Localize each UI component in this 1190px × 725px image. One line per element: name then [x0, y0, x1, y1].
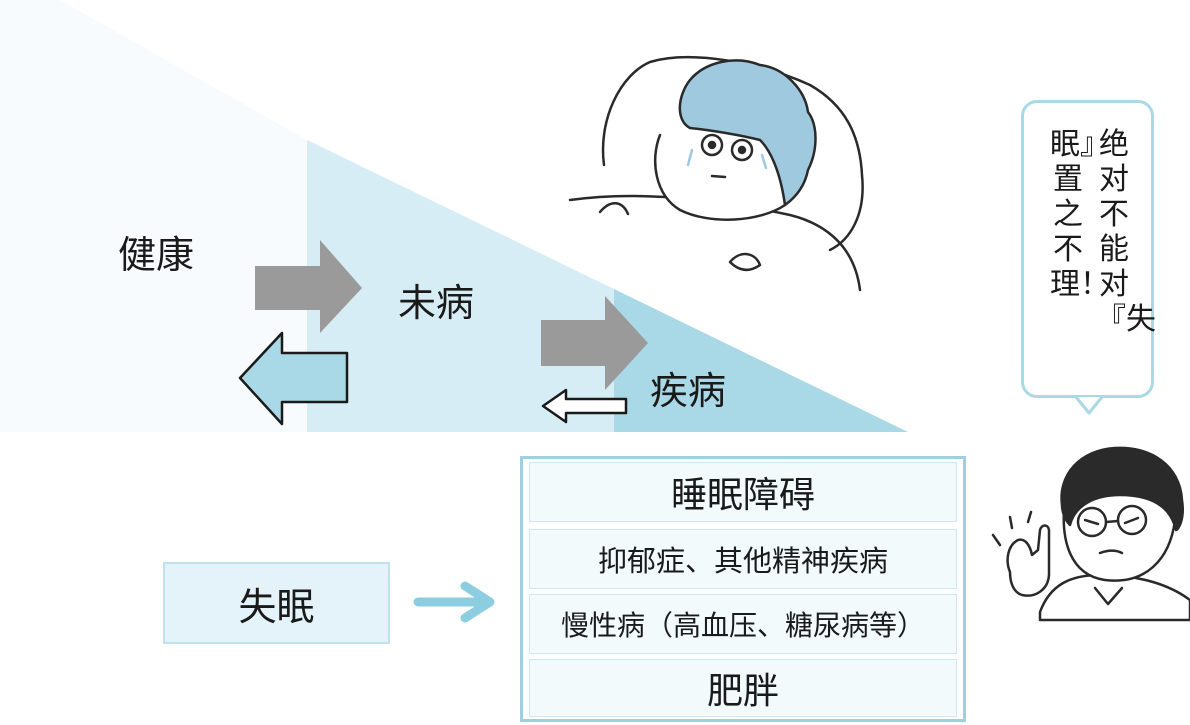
- cause-row-chronic-disease: 慢性病（高血压、糖尿病等）: [529, 594, 957, 654]
- cause-label: 肥胖: [706, 671, 779, 712]
- pre-disease-zone: [307, 140, 614, 432]
- back-arrow-large: [238, 331, 349, 426]
- speech-bubble-tail: [1074, 396, 1104, 415]
- insomnia-label: 失眠: [238, 584, 315, 629]
- cause-label: 睡眠障碍: [670, 475, 815, 516]
- sick-person-in-bed-illustration: [568, 56, 864, 292]
- stage-label-healthy: 健康: [118, 233, 195, 277]
- speech-bubble: 绝对不能对『失 眠』置之不理！: [1021, 100, 1156, 398]
- healthy-zone: [0, 0, 307, 432]
- insomnia-arrow: [413, 581, 495, 623]
- cause-label: 抑郁症、其他精神疾病: [597, 544, 888, 578]
- back-arrow-small: [541, 388, 628, 424]
- forward-arrow-2: [541, 296, 648, 390]
- doctor-pointing-finger-illustration: [991, 446, 1190, 622]
- speech-bubble-column-1: 绝对不能对『失: [1096, 127, 1156, 337]
- insomnia-box: 失眠: [163, 562, 390, 644]
- disease-zone: [614, 289, 908, 432]
- stage-label-pre-disease: 未病: [398, 281, 475, 325]
- stage-label-disease: 疾病: [650, 369, 727, 413]
- cause-label: 慢性病（高血压、糖尿病等）: [560, 609, 925, 642]
- cause-row-depression: 抑郁症、其他精神疾病: [529, 529, 957, 589]
- speech-bubble-column-2: 眠』置之不理！: [1050, 127, 1110, 302]
- forward-arrow-1: [255, 240, 362, 333]
- cause-row-obesity: 肥胖: [529, 659, 957, 717]
- cause-row-sleep-disorder: 睡眠障碍: [529, 462, 957, 522]
- causes-box: 睡眠障碍 抑郁症、其他精神疾病 慢性病（高血压、糖尿病等） 肥胖: [520, 456, 966, 722]
